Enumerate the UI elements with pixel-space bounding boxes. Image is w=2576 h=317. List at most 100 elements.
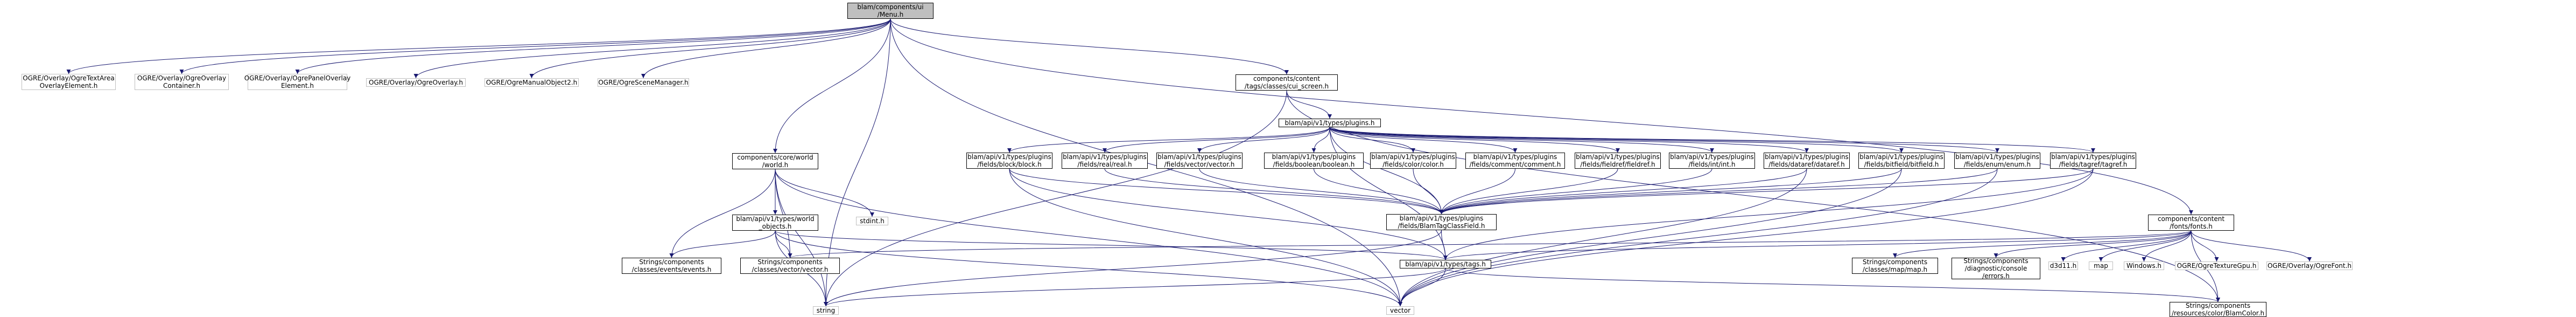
graph-node-ogre_sm: OGRE/OgreSceneManager.h <box>598 78 689 87</box>
node-label-line: stdint.h <box>860 217 885 225</box>
edge-vec-to-btcf <box>1199 168 1444 215</box>
graph-node-vector: vector <box>1386 306 1414 315</box>
node-label-line: blam/components/ui <box>857 3 924 11</box>
graph-node-comment[interactable]: blam/api/v1/types/plugins/fields/comment… <box>1465 153 1565 169</box>
node-label-line: /errors.h <box>1982 272 2010 280</box>
graph-node-windows: Windows.h <box>2124 261 2164 270</box>
edge-fonts-to-texgpu <box>2191 230 2219 262</box>
edge-plugins-to-int <box>1329 127 1714 153</box>
edge-world-to-events <box>669 169 776 258</box>
edge-tagref-to-btcf <box>1439 168 2094 215</box>
edge-root-to-ogre_ov <box>413 18 891 79</box>
graph-node-fonts[interactable]: components/content/fonts/fonts.h <box>2148 215 2234 231</box>
graph-node-fieldref[interactable]: blam/api/v1/types/plugins/fields/fieldre… <box>1575 153 1661 169</box>
edge-color-to-btcf <box>1413 168 1444 215</box>
edge-fonts-to-d3d <box>2061 230 2192 262</box>
node-label-line: /classes/events/events.h <box>631 266 712 273</box>
graph-node-ogre_ov: OGRE/Overlay/OgreOverlay.h <box>366 78 466 87</box>
node-label-line: /fonts/fonts.h <box>2170 223 2213 230</box>
node-label-line: Element.h <box>280 82 314 89</box>
edge-fonts-to-console <box>1994 230 2192 258</box>
edge-plugins-to-bitfield <box>1329 127 1904 153</box>
graph-node-tagref[interactable]: blam/api/v1/types/plugins/fields/tagref/… <box>2050 153 2136 169</box>
node-label-line: Container.h <box>163 82 200 89</box>
edge-fonts-to-vectorh <box>788 230 2192 258</box>
graph-node-color[interactable]: blam/api/v1/types/plugins/fields/color/c… <box>1370 153 1456 169</box>
node-label-line: blam/api/v1/types/plugins <box>1399 215 1484 222</box>
edge-bool-to-btcf <box>1314 168 1444 215</box>
graph-node-enum[interactable]: blam/api/v1/types/plugins/fields/enum/en… <box>1954 153 2040 169</box>
node-label-line: blam/api/v1/types/plugins <box>1670 153 1754 161</box>
node-label-line: /classes/map/map.h <box>1862 266 1928 273</box>
graph-node-plugins[interactable]: blam/api/v1/types/plugins.h <box>1279 119 1381 127</box>
edge-plugins-to-vec <box>1197 127 1330 153</box>
graph-node-real[interactable]: blam/api/v1/types/plugins/fields/real/re… <box>1062 153 1148 169</box>
edge-root-to-ogre_oc <box>179 18 891 74</box>
node-label-line: blam/api/v1/types/plugins <box>1955 153 2039 161</box>
graph-node-vectorh[interactable]: Strings/components/classes/vector/vector… <box>740 258 840 274</box>
graph-node-blamcolor[interactable]: Strings/components/resources/color/BlamC… <box>2170 302 2266 317</box>
node-label-line: OGRE/Overlay/OgreOverlay.h <box>369 79 463 86</box>
graph-node-vec[interactable]: blam/api/v1/types/plugins/fields/vector/… <box>1156 153 1243 169</box>
node-label-line: blam/api/v1/types/plugins <box>1473 153 1557 161</box>
edge-cur_screen-to-plugins <box>1286 90 1332 119</box>
edge-root-to-ogre_tao <box>66 18 891 74</box>
edge-objects-to-vectorh <box>775 230 792 258</box>
edge-dataref-to-btcf <box>1439 168 1807 215</box>
node-label-line: blam/api/v1/types/plugins <box>1859 153 1943 161</box>
graph-node-bool[interactable]: blam/api/v1/types/plugins/fields/boolean… <box>1264 153 1364 169</box>
graph-node-console[interactable]: Strings/components/diagnostic/console/er… <box>1952 257 2040 280</box>
edge-bitfield-to-vector <box>1398 168 1902 307</box>
node-label-line: vector <box>1389 307 1411 314</box>
node-label-line: /fields/real/real.h <box>1077 161 1132 168</box>
graph-node-bitfield[interactable]: blam/api/v1/types/plugins/fields/bitfiel… <box>1858 153 1945 169</box>
edge-fieldref-to-btcf <box>1439 168 1618 215</box>
graph-node-ogrefont: OGRE/Overlay/OgreFont.h <box>2266 261 2353 270</box>
edge-cur_screen-to-blamcolor <box>1286 90 2220 302</box>
graph-node-tags[interactable]: blam/api/v1/types/tags.h <box>1400 260 1491 268</box>
edge-bitfield-to-btcf <box>1439 168 1902 215</box>
node-label-line: /fields/dataref/dataref.h <box>1768 161 1845 168</box>
edge-dataref-to-vector <box>1398 168 1807 307</box>
edge-plugins-to-bool <box>1311 127 1330 153</box>
edge-fonts-to-ogrefont <box>2191 230 2312 262</box>
node-label-line: blam/api/v1/types/plugins <box>967 153 1051 161</box>
edge-block-to-vector <box>1009 168 1402 307</box>
node-label-line: OGRE/OgreSceneManager.h <box>598 79 689 86</box>
graph-node-events[interactable]: Strings/components/classes/events/events… <box>622 258 721 274</box>
edge-root-to-ogre_sm <box>641 18 891 79</box>
graph-node-cur_screen[interactable]: components/content/tags/classes/cui_scre… <box>1236 74 1338 91</box>
graph-node-btcf[interactable]: blam/api/v1/types/plugins/fields/BlamTag… <box>1386 214 1497 230</box>
edge-tagref-to-tags <box>1443 168 2094 260</box>
edge-int-to-btcf <box>1439 168 1712 215</box>
node-label-line: Windows.h <box>2126 262 2161 270</box>
edge-tagref-to-vector <box>1398 168 2094 307</box>
edge-plugins-to-color <box>1329 127 1415 153</box>
graph-node-ogre_mo: OGRE/OgreManualObject2.h <box>485 78 579 87</box>
graph-node-objects[interactable]: blam/api/v1/types/world_objects.h <box>732 215 818 231</box>
node-label-line: /fields/vector/vector.h <box>1164 161 1235 168</box>
graph-node-int[interactable]: blam/api/v1/types/plugins/fields/int/int… <box>1669 153 1755 169</box>
node-label-line: Strings/components <box>757 258 823 266</box>
graph-node-dataref[interactable]: blam/api/v1/types/plugins/fields/dataref… <box>1764 153 1850 169</box>
edge-root-to-ogre_poe <box>295 18 891 74</box>
edge-real-to-btcf <box>1104 168 1444 215</box>
node-label-line: /fields/comment/comment.h <box>1469 161 1561 168</box>
graph-node-map[interactable]: Strings/components/classes/map/map.h <box>1852 258 1938 274</box>
node-label-line: /Menu.h <box>877 11 904 18</box>
edge-comment-to-btcf <box>1439 168 1515 215</box>
edge-root-to-fonts <box>890 18 2193 215</box>
edge-plugins-to-tags <box>1329 127 1448 260</box>
node-label-line: /world.h <box>762 161 789 169</box>
graph-node-d3d: d3d11.h <box>2048 261 2078 270</box>
graph-node-world[interactable]: components/core/world/world.h <box>732 153 818 169</box>
graph-node-block[interactable]: blam/api/v1/types/plugins/fields/block/b… <box>966 153 1052 169</box>
edge-world-to-string <box>775 169 828 307</box>
node-label-line: blam/api/v1/types/world <box>736 215 815 223</box>
node-label-line: blam/api/v1/types/plugins <box>1765 153 1849 161</box>
node-label-line: blam/api/v1/types/tags.h <box>1405 260 1486 268</box>
node-label-line: Strings/components <box>1862 258 1928 266</box>
node-label-line: /tags/classes/cui_screen.h <box>1244 82 1329 90</box>
graph-node-root[interactable]: blam/components/ui/Menu.h <box>847 3 933 19</box>
